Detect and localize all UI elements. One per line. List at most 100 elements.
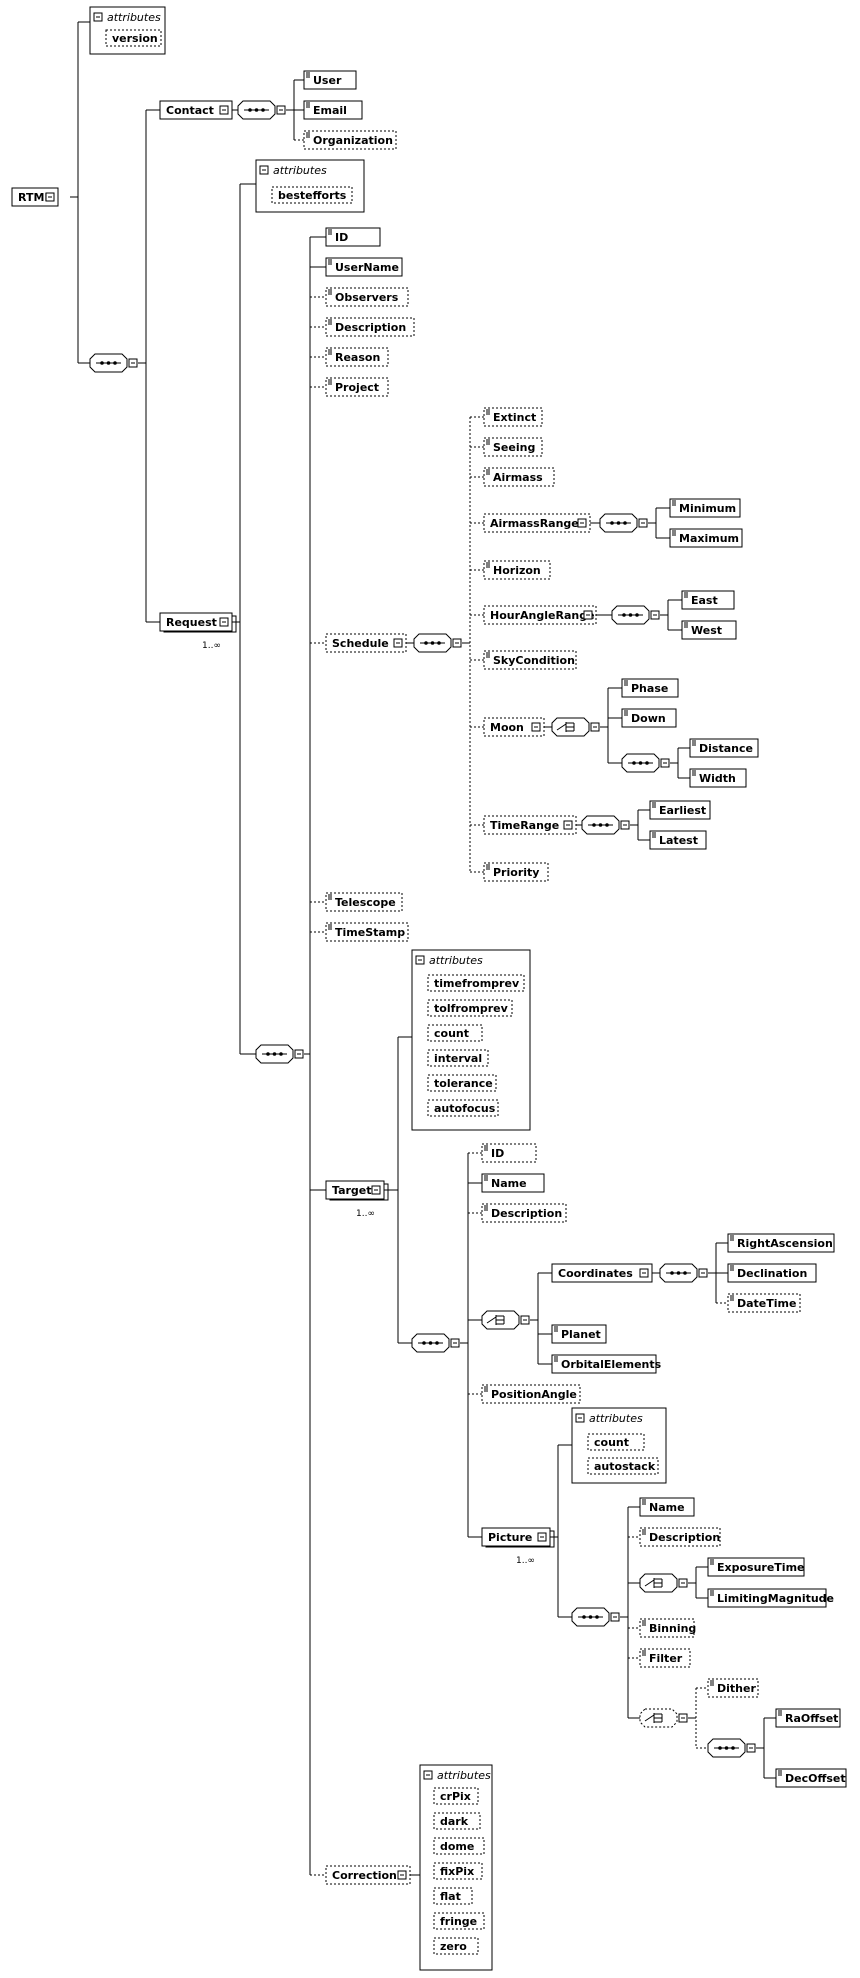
attribute-fringe[interactable]: fringe	[433, 1912, 485, 1930]
expand-toggle-icon[interactable]	[219, 105, 229, 115]
expand-toggle-icon[interactable]	[610, 1612, 620, 1622]
element-down[interactable]: Down	[621, 708, 677, 728]
expand-toggle-icon[interactable]	[393, 638, 403, 648]
element-timerange[interactable]: TimeRange	[483, 815, 577, 835]
attribute-crpix[interactable]: crPix	[433, 1787, 479, 1805]
expand-toggle-icon[interactable]	[93, 12, 103, 22]
expand-toggle-icon[interactable]	[397, 1870, 407, 1880]
attribute-autostack[interactable]: autostack	[587, 1457, 659, 1475]
element-minimum[interactable]: Minimum	[669, 498, 741, 518]
attribute-count[interactable]: count	[427, 1024, 483, 1042]
element-houranglerange[interactable]: HourAngleRange	[483, 605, 597, 625]
sequence-compositor-icon[interactable]	[621, 753, 660, 773]
choice-compositor-icon[interactable]	[639, 1573, 678, 1593]
element-skycondition[interactable]: SkyCondition	[483, 650, 577, 670]
element-phase[interactable]: Phase	[621, 678, 679, 698]
element-horizon[interactable]: Horizon	[483, 560, 551, 580]
element-limitingmagnitude[interactable]: LimitingMagnitude	[707, 1588, 834, 1608]
attribute-tolfromprev[interactable]: tolfromprev	[427, 999, 513, 1017]
element-maximum[interactable]: Maximum	[669, 528, 743, 548]
element-east[interactable]: East	[681, 590, 735, 610]
element-dither[interactable]: Dither	[707, 1678, 759, 1698]
element-binning[interactable]: Binning	[639, 1618, 696, 1638]
element-priority[interactable]: Priority	[483, 862, 549, 882]
expand-toggle-icon[interactable]	[128, 358, 138, 368]
sequence-compositor-icon[interactable]	[599, 513, 638, 533]
expand-toggle-icon[interactable]	[678, 1713, 688, 1723]
attributes-group[interactable]: attributes	[255, 159, 365, 213]
attribute-flat[interactable]: flat	[433, 1887, 473, 1905]
choice-compositor-icon[interactable]	[481, 1310, 520, 1330]
attribute-zero[interactable]: zero	[433, 1937, 479, 1955]
element-id[interactable]: ID	[325, 227, 381, 247]
sequence-compositor-icon[interactable]	[255, 1044, 294, 1064]
sequence-compositor-icon[interactable]	[237, 100, 276, 120]
element-name[interactable]: Name	[639, 1497, 695, 1517]
element-reason[interactable]: Reason	[325, 347, 389, 367]
element-decoffset[interactable]: DecOffset	[775, 1768, 847, 1788]
element-description[interactable]: Description	[481, 1203, 567, 1223]
attribute-count[interactable]: count	[587, 1433, 645, 1451]
element-positionangle[interactable]: PositionAngle	[481, 1384, 581, 1404]
sequence-compositor-icon[interactable]	[571, 1607, 610, 1627]
attribute-timefromprev[interactable]: timefromprev	[427, 974, 525, 992]
element-username[interactable]: UserName	[325, 257, 403, 277]
expand-toggle-icon[interactable]	[639, 1268, 649, 1278]
expand-toggle-icon[interactable]	[45, 192, 55, 202]
attribute-tolerance[interactable]: tolerance	[427, 1074, 497, 1092]
element-planet[interactable]: Planet	[551, 1324, 607, 1344]
element-latest[interactable]: Latest	[649, 830, 707, 850]
element-correction[interactable]: Correction	[325, 1865, 411, 1885]
expand-toggle-icon[interactable]	[650, 610, 660, 620]
element-west[interactable]: West	[681, 620, 737, 640]
element-contact[interactable]: Contact	[159, 100, 233, 120]
sequence-compositor-icon[interactable]	[89, 353, 128, 373]
expand-toggle-icon[interactable]	[219, 617, 229, 627]
element-filter[interactable]: Filter	[639, 1648, 691, 1668]
element-description[interactable]: Description	[325, 317, 415, 337]
expand-toggle-icon[interactable]	[520, 1315, 530, 1325]
choice-compositor-icon[interactable]	[639, 1708, 678, 1728]
element-moon[interactable]: Moon	[483, 717, 545, 737]
expand-toggle-icon[interactable]	[294, 1049, 304, 1059]
expand-toggle-icon[interactable]	[450, 1338, 460, 1348]
expand-toggle-icon[interactable]	[746, 1743, 756, 1753]
attribute-interval[interactable]: interval	[427, 1049, 489, 1067]
expand-toggle-icon[interactable]	[660, 758, 670, 768]
attribute-bestefforts[interactable]: bestefforts	[271, 186, 353, 204]
expand-toggle-icon[interactable]	[423, 1770, 433, 1780]
expand-toggle-icon[interactable]	[678, 1578, 688, 1588]
sequence-compositor-icon[interactable]	[611, 605, 650, 625]
element-name[interactable]: Name	[481, 1173, 545, 1193]
element-timestamp[interactable]: TimeStamp	[325, 922, 409, 942]
element-project[interactable]: Project	[325, 377, 389, 397]
element-observers[interactable]: Observers	[325, 287, 409, 307]
element-email[interactable]: Email	[303, 100, 363, 120]
attribute-version[interactable]: version	[105, 29, 162, 47]
element-airmass[interactable]: Airmass	[483, 467, 555, 487]
attribute-fixpix[interactable]: fixPix	[433, 1862, 483, 1880]
sequence-compositor-icon[interactable]	[659, 1263, 698, 1283]
element-airmassrange[interactable]: AirmassRange	[483, 513, 591, 533]
expand-toggle-icon[interactable]	[575, 1413, 585, 1423]
sequence-compositor-icon[interactable]	[411, 1333, 450, 1353]
element-datetime[interactable]: DateTime	[727, 1293, 801, 1313]
element-schedule[interactable]: Schedule	[325, 633, 407, 653]
attribute-dark[interactable]: dark	[433, 1812, 481, 1830]
expand-toggle-icon[interactable]	[276, 105, 286, 115]
element-width[interactable]: Width	[689, 768, 747, 788]
expand-toggle-icon[interactable]	[531, 722, 541, 732]
sequence-compositor-icon[interactable]	[581, 815, 620, 835]
expand-toggle-icon[interactable]	[638, 518, 648, 528]
expand-toggle-icon[interactable]	[371, 1185, 381, 1195]
element-request[interactable]: Request	[159, 612, 237, 633]
expand-toggle-icon[interactable]	[537, 1532, 547, 1542]
element-id[interactable]: ID	[481, 1143, 537, 1163]
sequence-compositor-icon[interactable]	[413, 633, 452, 653]
expand-toggle-icon[interactable]	[259, 165, 269, 175]
expand-toggle-icon[interactable]	[698, 1268, 708, 1278]
element-extinct[interactable]: Extinct	[483, 407, 543, 427]
element-orbitalelements[interactable]: OrbitalElements	[551, 1354, 662, 1374]
element-picture[interactable]: Picture	[481, 1527, 555, 1548]
element-exposuretime[interactable]: ExposureTime	[707, 1557, 805, 1577]
